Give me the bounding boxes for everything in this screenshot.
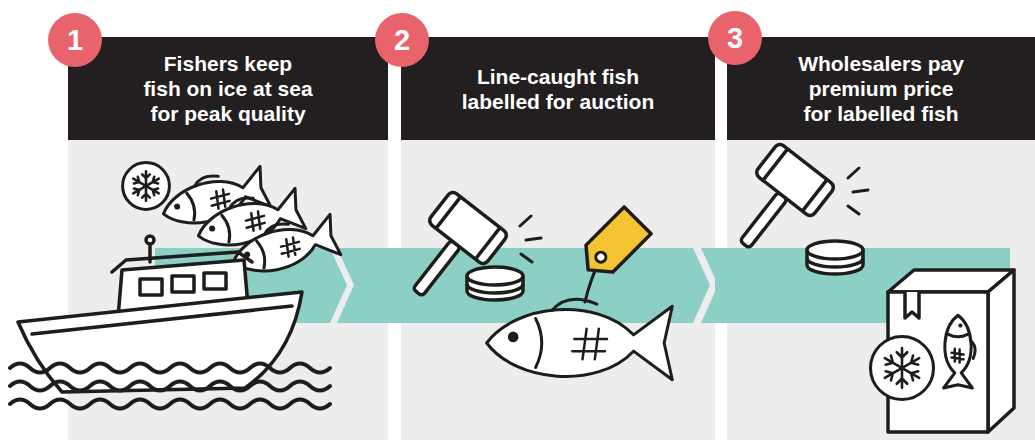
step-panel: Wholesalers pay premium price for labell… — [727, 37, 1035, 440]
header-bar: Wholesalers pay premium price for labell… — [727, 37, 1035, 140]
callout-number: 1 — [67, 25, 83, 55]
step-heading: Line-caught fish labelled for auction — [452, 64, 664, 114]
callout-number: 3 — [727, 23, 743, 53]
step-number-badge: 1 — [48, 13, 102, 67]
step-heading: Wholesalers pay premium price for labell… — [781, 51, 981, 126]
step-panel: Fishers keep fish on ice at sea for peak… — [68, 37, 388, 440]
step-heading: Fishers keep fish on ice at sea for peak… — [128, 51, 328, 126]
header-bar: Line-caught fish labelled for auction — [401, 37, 715, 140]
panel-body — [401, 140, 715, 440]
step-number-badge: 2 — [375, 13, 429, 67]
panel-body — [727, 140, 1035, 440]
panel-body — [68, 140, 388, 440]
callout-number: 2 — [394, 25, 410, 55]
step-panel: Line-caught fish labelled for auction2 — [401, 37, 715, 440]
header-bar: Fishers keep fish on ice at sea for peak… — [68, 37, 388, 140]
step-number-badge: 3 — [708, 11, 762, 65]
